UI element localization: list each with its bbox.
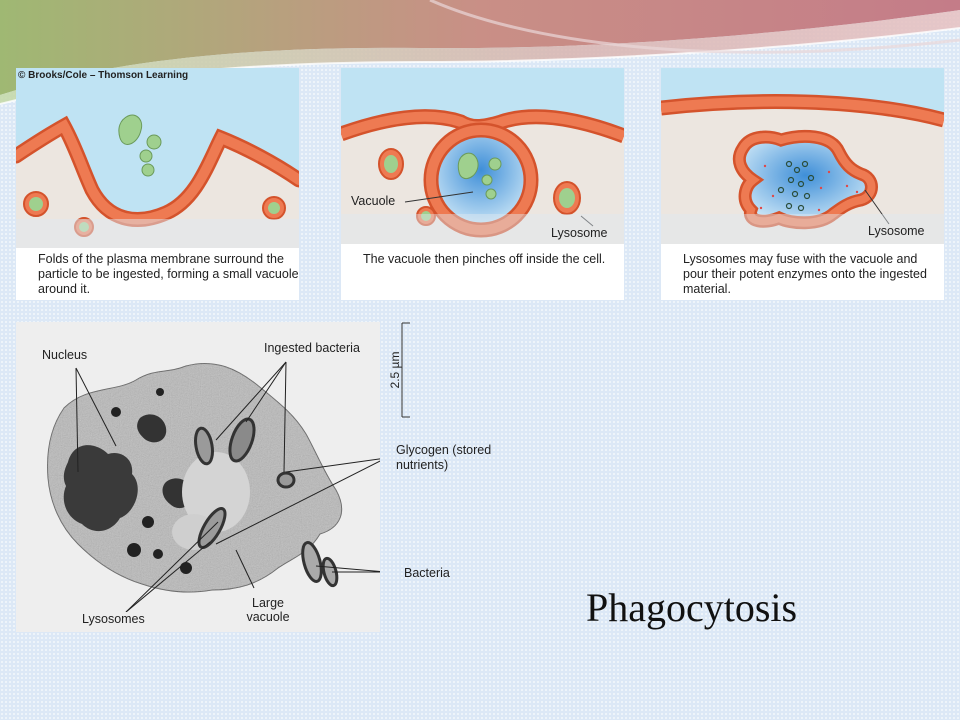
scale-bar <box>401 322 410 418</box>
phagocytosis-step-3-illustration <box>661 68 944 244</box>
phagocytosis-step-2-illustration <box>341 68 624 244</box>
copyright-notice: © Brooks/Cole – Thomson Learning <box>18 70 189 81</box>
label-large-vacuole: Large vacuole <box>244 596 292 624</box>
panel-2-caption: The vacuole then pinches off inside the … <box>363 252 606 266</box>
label-glycogen: Glycogen (stored nutrients) <box>396 443 492 472</box>
label-lysosome-panel-3: Lysosome <box>868 224 925 238</box>
label-nucleus: Nucleus <box>40 348 90 362</box>
label-bacteria: Bacteria <box>404 566 450 580</box>
electron-micrograph: Nucleus Ingested bacteria Lysosomes Larg… <box>16 322 380 632</box>
label-lysosomes: Lysosomes <box>80 612 147 626</box>
label-vacuole: Vacuole <box>351 194 396 208</box>
scale-bar-label: 2.5 µm <box>388 351 402 389</box>
diagram-panel-3: Lysosome Lysosomes may fuse with the vac… <box>661 68 944 300</box>
label-ingested-bacteria: Ingested bacteria <box>262 341 362 355</box>
diagram-panel-2: Vacuole Lysosome The vacuole then pinche… <box>341 68 624 300</box>
slide-title: Phagocytosis <box>586 585 798 630</box>
phagocytosis-step-1-illustration <box>16 68 299 248</box>
panel-1-caption: Folds of the plasma membrane surround th… <box>38 252 299 296</box>
diagram-panel-1: Folds of the plasma membrane surround th… <box>16 68 299 300</box>
label-lysosome-panel-2: Lysosome <box>551 226 608 240</box>
panel-3-caption: Lysosomes may fuse with the vacuole and … <box>683 252 927 296</box>
micrograph-image <box>16 322 380 632</box>
